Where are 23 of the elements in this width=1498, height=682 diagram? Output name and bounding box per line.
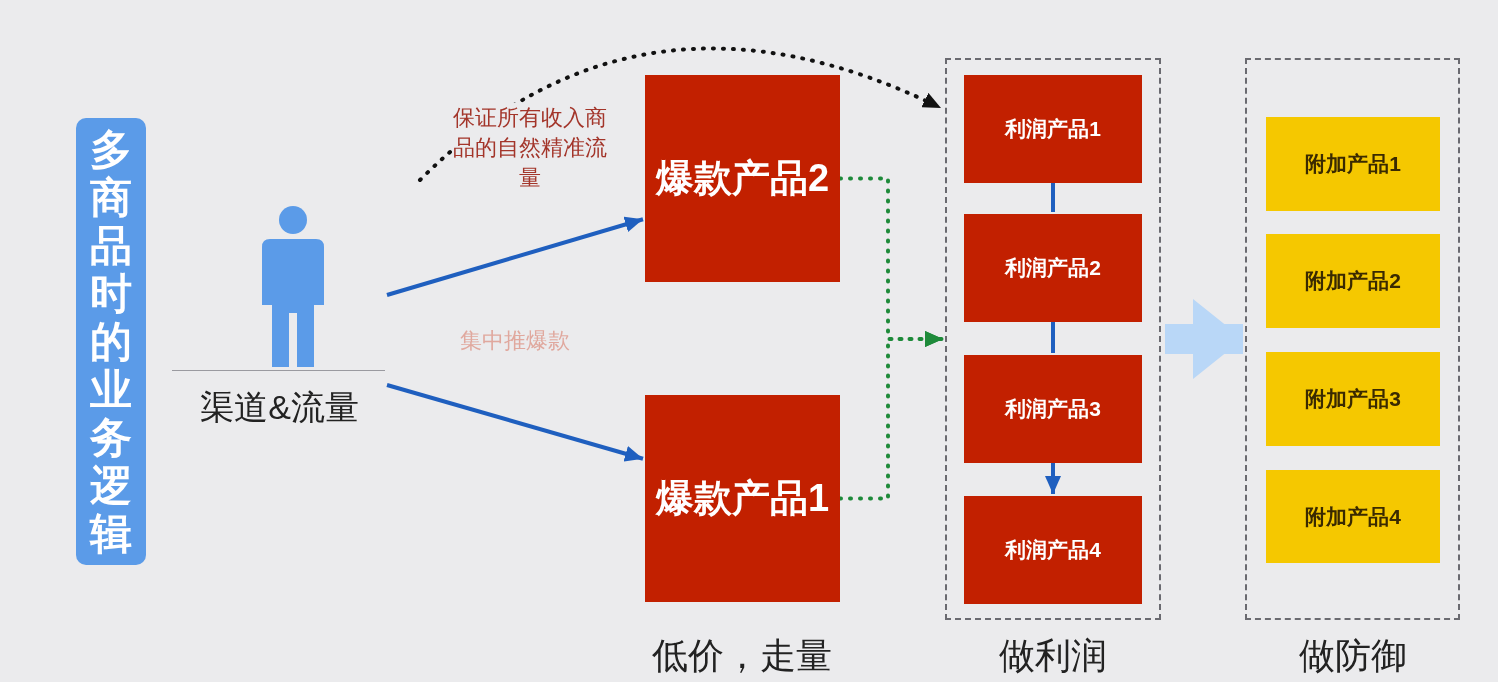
column-caption: 低价，走量 [651, 634, 833, 678]
product-box: 爆款产品1 [645, 395, 840, 602]
product-box: 附加产品2 [1266, 234, 1440, 328]
product-box: 爆款产品2 [645, 75, 840, 282]
product-box: 利润产品4 [964, 496, 1142, 604]
vertical-title: 多商品时的业务逻辑 [89, 125, 133, 558]
arrow [1045, 463, 1061, 494]
product-box: 利润产品1 [964, 75, 1142, 183]
product-box: 附加产品3 [1266, 352, 1440, 446]
block-arrow [1165, 299, 1243, 379]
product-box: 利润产品3 [964, 355, 1142, 463]
arrow [386, 383, 644, 462]
group-heading: 做利润 [998, 634, 1108, 678]
product-box: 利润产品2 [964, 214, 1142, 322]
product-box: 附加产品1 [1266, 117, 1440, 211]
connector-line [1051, 183, 1055, 212]
caption-text: 渠道&流量 [199, 387, 360, 428]
group-heading: 做防御 [1297, 634, 1408, 678]
arrow [386, 216, 644, 297]
connector-line [1051, 322, 1055, 353]
dotted-arrow [418, 46, 943, 182]
note-text: 集中推爆款 [459, 327, 571, 355]
product-box: 附加产品4 [1266, 470, 1440, 563]
